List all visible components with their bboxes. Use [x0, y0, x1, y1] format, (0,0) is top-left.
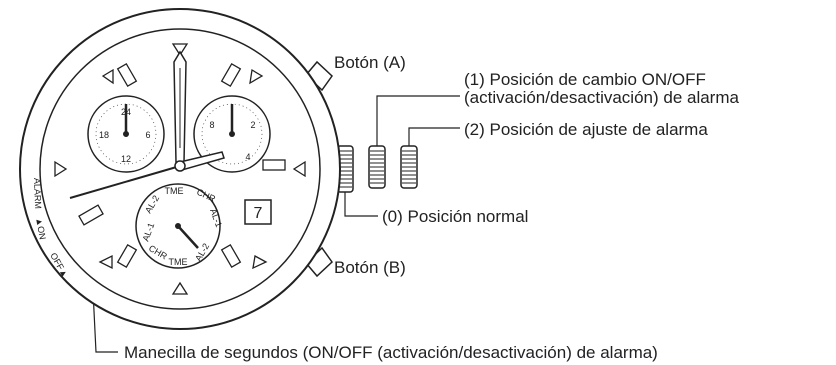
hour-markers: [54, 43, 306, 295]
button-b-label: Botón (B): [334, 258, 406, 277]
position-1-label-line1: (1) Posición de cambio ON/OFF: [464, 70, 706, 89]
left-subdial-12: 12: [121, 154, 131, 164]
left-subdial: 24 6 12 18: [87, 95, 165, 173]
right-subdial-2: 2: [250, 120, 255, 130]
right-subdial: 8 2 6 4: [193, 95, 271, 173]
crown-position-1: [368, 145, 386, 189]
position-0-label: (0) Posición normal: [382, 207, 529, 226]
bezel-alarm: ALARM: [32, 178, 43, 209]
main-hands: [69, 50, 225, 199]
right-subdial-4: 4: [245, 152, 250, 162]
svg-text:TME: TME: [169, 257, 188, 267]
date-value: 7: [254, 205, 263, 222]
bar-markers: [78, 62, 286, 269]
right-subdial-8: 8: [209, 120, 214, 130]
left-subdial-6: 6: [145, 130, 150, 140]
bezel-on: ▲ON: [34, 217, 48, 241]
position-2-label: (2) Posición de ajuste de alarma: [464, 120, 708, 139]
crown-position-2: [400, 145, 418, 189]
bottom-subdial: AL-2 TME CHR AL-1 AL-1 CHR TME AL-2: [135, 183, 224, 269]
position-1-label-line2: (activación/desactivación) de alarma: [464, 88, 739, 107]
button-a-label: Botón (A): [334, 53, 406, 72]
left-subdial-18: 18: [99, 130, 109, 140]
date-window: 7: [244, 199, 272, 225]
svg-text:TME: TME: [165, 186, 184, 196]
second-hand-label: Manecilla de segundos (ON/OFF (activació…: [124, 343, 658, 362]
